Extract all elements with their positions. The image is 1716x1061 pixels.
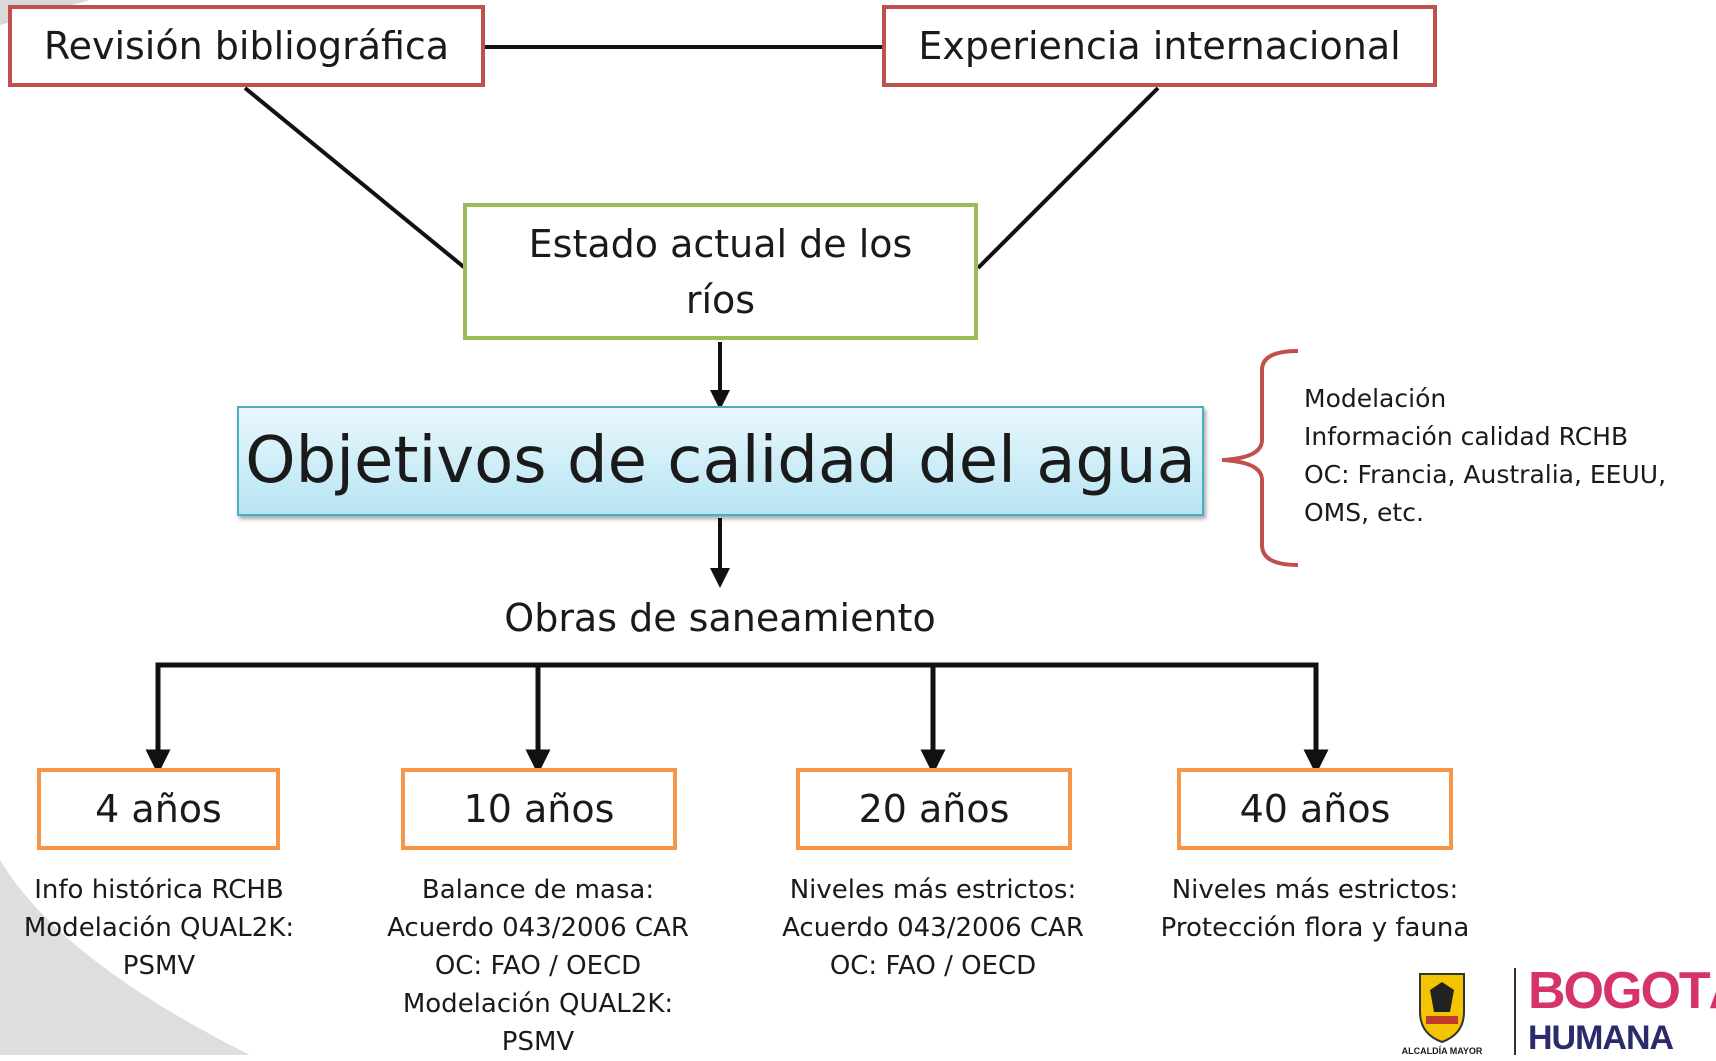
experiencia-box: Experiencia internacional	[882, 5, 1437, 87]
estado-line-1: Estado actual de los	[528, 221, 913, 266]
humana-word: HUMANA	[1528, 1019, 1674, 1057]
horizon-label: 10 años	[463, 787, 615, 831]
objetivos-label: Objetivos de calidad del agua	[245, 424, 1196, 498]
note-line: Modelación QUAL2K:	[23, 913, 295, 943]
notes-10: Balance de masa: Acuerdo 043/2006 CAR OC…	[368, 871, 708, 1061]
alcaldia-text: ALCALDÍA MAYOR	[1401, 1046, 1483, 1056]
note-line: Balance de masa:	[421, 875, 655, 905]
side-notes: Modelación Información calidad RCHB OC: …	[1304, 380, 1714, 532]
note-line: OC: FAO / OECD	[434, 951, 642, 981]
shield-icon	[1419, 973, 1465, 1044]
side-note: Información calidad RCHB	[1304, 422, 1629, 451]
notes-40: Niveles más estrictos: Protección flora …	[1140, 871, 1490, 947]
bogota-word: BOGOTÁ	[1528, 962, 1716, 1020]
note-line: Acuerdo 043/2006 CAR	[782, 913, 1084, 943]
note-line: Protección flora y fauna	[1160, 913, 1470, 943]
estado-line-2: ríos	[685, 277, 756, 322]
note-line: PSMV	[501, 1027, 575, 1057]
revision-label: Revisión bibliográfica	[43, 24, 450, 68]
revision-box: Revisión bibliográfica	[8, 5, 485, 87]
alcaldia-logo: ALCALDÍA MAYOR	[1382, 968, 1502, 1056]
horizon-box-4: 4 años	[37, 768, 280, 850]
notes-20: Niveles más estrictos: Acuerdo 043/2006 …	[763, 871, 1103, 985]
horizon-label: 4 años	[95, 787, 222, 831]
note-line: Acuerdo 043/2006 CAR	[387, 913, 689, 943]
right-diagonal	[976, 86, 1160, 270]
note-line: Niveles más estrictos:	[1171, 875, 1459, 905]
note-line: Niveles más estrictos:	[789, 875, 1077, 905]
objetivos-box: Objetivos de calidad del agua	[237, 406, 1204, 516]
horizon-box-20: 20 años	[796, 768, 1072, 850]
bogota-logo: BOGOTÁ HUMANA	[1528, 962, 1716, 1056]
estado-box: Estado actual de los ríos	[463, 203, 978, 340]
horizon-label: 40 años	[1239, 787, 1391, 831]
note-line: Info histórica RCHB	[34, 875, 284, 905]
side-note: Modelación	[1304, 384, 1447, 413]
branch-frame	[155, 662, 1319, 755]
notes-4: Info histórica RCHB Modelación QUAL2K: P…	[0, 871, 318, 985]
side-note: OMS, etc.	[1304, 498, 1424, 527]
bracket	[1221, 349, 1299, 567]
arc-decoration	[0, 860, 250, 1055]
note-line: PSMV	[122, 951, 196, 981]
note-line: Modelación QUAL2K:	[402, 989, 674, 1019]
side-note: OC: Francia, Australia, EEUU,	[1304, 460, 1667, 489]
left-diagonal	[243, 86, 467, 270]
obras-label: Obras de saneamiento	[504, 596, 936, 640]
horizon-box-40: 40 años	[1177, 768, 1453, 850]
note-line: OC: FAO / OECD	[829, 951, 1037, 981]
horizon-box-10: 10 años	[401, 768, 677, 850]
experiencia-label: Experiencia internacional	[918, 24, 1401, 68]
horizon-label: 20 años	[858, 787, 1010, 831]
